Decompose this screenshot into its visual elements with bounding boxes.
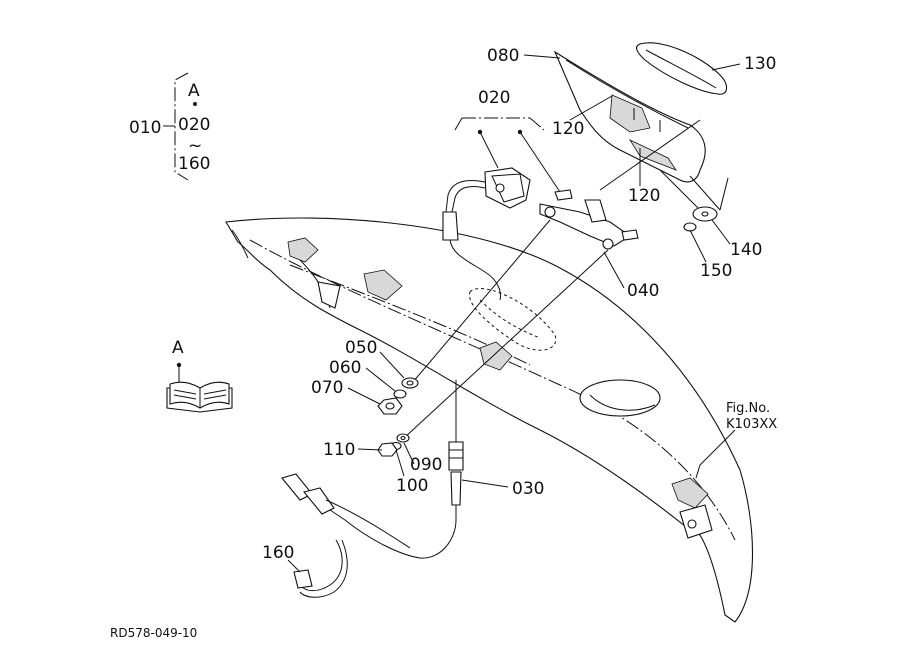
book-icon	[166, 381, 233, 413]
figure-reference: Fig.No. K103XX	[726, 401, 777, 432]
callout-label: 140	[730, 240, 762, 260]
mounting-bracket	[539, 189, 639, 250]
range-tilde: ~	[188, 136, 202, 156]
callout-label: 060	[329, 358, 361, 378]
callout-labels: 080 130 020 120 120 140 150 040 050 060 …	[262, 46, 776, 563]
wire-harness	[281, 441, 464, 559]
lens-cover	[636, 42, 728, 95]
callout-label: 120	[628, 186, 660, 206]
canopy-panel	[225, 217, 753, 623]
callout-label: 150	[700, 261, 732, 281]
nut-150	[683, 222, 697, 232]
range-to-label: 160	[178, 154, 210, 174]
callout-label: 130	[744, 54, 776, 74]
washer-060	[393, 389, 407, 399]
reference-a-book: A	[166, 338, 233, 413]
callout-leaders	[287, 54, 741, 573]
callout-label: 070	[311, 378, 343, 398]
nut-070	[377, 397, 403, 415]
range-parent-label: 010	[129, 118, 161, 138]
callout-label: 120	[552, 119, 584, 139]
callout-label: 100	[396, 476, 428, 496]
callout-label: 030	[512, 479, 544, 499]
callout-label: 050	[345, 338, 377, 358]
washer-090	[396, 433, 410, 443]
assembly-lines	[403, 119, 729, 520]
light-housing	[553, 50, 706, 183]
range-bracket: A 010 020 ~ 160	[129, 72, 210, 181]
callout-label: 090	[410, 455, 442, 475]
callout-label: 020	[478, 88, 510, 108]
drawing-code: RD578-049-10	[110, 626, 197, 640]
callout-label: 080	[487, 46, 519, 66]
range-from-label: 020	[178, 115, 210, 135]
panel-bracket	[287, 237, 713, 539]
callout-label: 110	[323, 440, 355, 460]
washer-140	[692, 206, 718, 222]
wire-harness-160	[293, 539, 348, 598]
range-ref-dot	[193, 102, 197, 106]
fig-ref-line2: K103XX	[726, 417, 777, 432]
range-ref-letter: A	[188, 81, 200, 101]
callout-label: 160	[262, 543, 294, 563]
ref-letter: A	[172, 338, 184, 358]
fig-ref-line1: Fig.No.	[726, 401, 770, 416]
callout-label: 040	[627, 281, 659, 301]
work-light	[442, 117, 561, 301]
range-bracket-line	[174, 72, 189, 181]
washer-050	[401, 377, 419, 389]
